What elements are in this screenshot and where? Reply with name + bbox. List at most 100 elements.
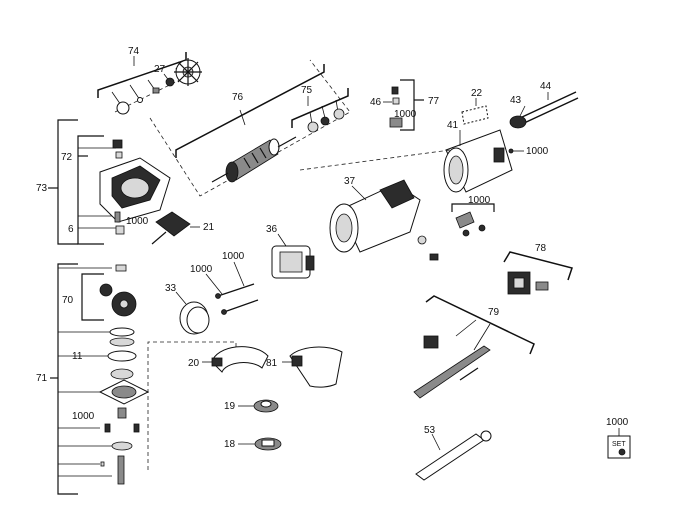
group-76-armature: 76 — [149, 59, 351, 197]
bearing-flange — [98, 379, 150, 405]
group-78: 78 — [503, 243, 573, 295]
guard-81: 81 — [266, 346, 343, 388]
group-75-bearings: 75 — [291, 85, 349, 133]
label-1000-77: 1000 — [394, 109, 417, 120]
group-73-gear-head: 73 72 1000 6 — [36, 119, 171, 245]
spindle-bearing — [110, 368, 134, 380]
label-53: 53 — [424, 425, 436, 436]
armature-rotor — [211, 136, 297, 183]
part-22-label: 22 — [461, 88, 489, 125]
rear-housing-41: 41 1000 — [443, 120, 549, 193]
switch-assembly-1000: 1000 — [417, 195, 495, 261]
washer — [320, 116, 330, 126]
bearing-washer — [109, 337, 135, 347]
group-76-bracket — [175, 64, 325, 158]
group-79: 79 — [413, 295, 535, 399]
label-33: 33 — [165, 283, 177, 294]
label-1000-71: 1000 — [72, 411, 95, 422]
label-1000-73: 1000 — [126, 216, 149, 227]
flange-spring — [117, 407, 127, 419]
bearing-2 — [333, 108, 345, 120]
gear-ring — [111, 441, 133, 451]
label-1000-set: 1000 — [606, 417, 629, 428]
label-44: 44 — [540, 81, 552, 92]
guard-20: 20 — [188, 346, 269, 373]
strain-relief — [509, 115, 527, 129]
label-18: 18 — [224, 439, 236, 450]
capacitor — [429, 253, 439, 261]
spindle-screw — [114, 211, 121, 223]
label-11: 11 — [72, 351, 83, 362]
label-43: 43 — [510, 95, 522, 106]
group-79-bracket — [425, 295, 535, 355]
group-78-bracket — [503, 251, 573, 281]
pinion-gear — [99, 283, 113, 297]
brush-part — [391, 86, 399, 95]
switch-actuator — [423, 335, 439, 349]
key-pin — [100, 461, 105, 467]
module-part — [535, 281, 549, 291]
brush-spring — [392, 97, 400, 105]
group-74: 74 27 — [97, 46, 202, 115]
switch-bracket — [451, 203, 495, 212]
shaft-bearing — [115, 225, 125, 235]
spindle-lock-button — [112, 139, 123, 149]
side-handle-21: 21 — [151, 211, 215, 245]
label-76: 76 — [232, 92, 244, 103]
group-77-bracket — [400, 79, 415, 131]
label-20: 20 — [188, 358, 200, 369]
guard-clamp — [211, 357, 223, 367]
label-46: 46 — [370, 97, 382, 108]
group-71-bracket — [57, 263, 78, 495]
label-77: 77 — [428, 96, 440, 107]
label-81: 81 — [266, 358, 278, 369]
switch-window — [493, 147, 505, 163]
cable-43-44: 43 44 — [509, 81, 579, 129]
switch-part — [455, 211, 475, 229]
label-1000-a: 1000 — [222, 251, 245, 262]
stator-36: 36 — [266, 224, 315, 279]
fan-wheel — [174, 58, 202, 86]
gear-housing — [99, 157, 171, 223]
group-74-bracket — [97, 52, 187, 98]
group-75-bracket — [291, 88, 349, 128]
label-74: 74 — [128, 46, 140, 57]
label-71: 71 — [36, 373, 48, 384]
front-housing-37: 37 — [299, 149, 451, 253]
set-text: SET — [612, 441, 626, 448]
group-72-bracket — [77, 135, 104, 245]
label-72: 72 — [61, 152, 73, 163]
washer-11 — [107, 350, 137, 362]
label-1000-41: 1000 — [526, 146, 549, 157]
label-1000-b: 1000 — [190, 264, 213, 275]
nut-18: 18 — [224, 437, 282, 451]
screws-1000: 1000 1000 — [190, 251, 259, 315]
service-set-1000: SET 1000 — [606, 417, 631, 459]
o-ring — [116, 101, 130, 115]
switch-rod — [413, 345, 491, 399]
group-70-bracket — [81, 273, 104, 321]
group-77: 46 77 1000 — [370, 79, 440, 131]
label-73: 73 — [36, 183, 48, 194]
label-21: 21 — [203, 222, 215, 233]
retaining-ring — [109, 327, 135, 337]
switch-spring — [417, 235, 427, 245]
label-1000-mid: 1000 — [468, 195, 491, 206]
label-6: 6 — [68, 224, 74, 235]
label-70: 70 — [62, 295, 74, 306]
bearing-small — [165, 77, 175, 87]
spring-part — [152, 87, 160, 94]
nut — [115, 264, 127, 272]
screw — [104, 423, 111, 433]
label-37: 37 — [344, 176, 356, 187]
guard-clamp-2 — [291, 355, 303, 367]
label-75: 75 — [301, 85, 313, 96]
flange-19: 19 — [224, 399, 279, 413]
label-27: 27 — [154, 64, 166, 75]
label-36: 36 — [266, 224, 278, 235]
screw-2 — [133, 423, 140, 433]
group-73-bracket — [57, 119, 78, 245]
label-79: 79 — [488, 307, 500, 318]
spanner-53: 53 — [415, 425, 492, 481]
